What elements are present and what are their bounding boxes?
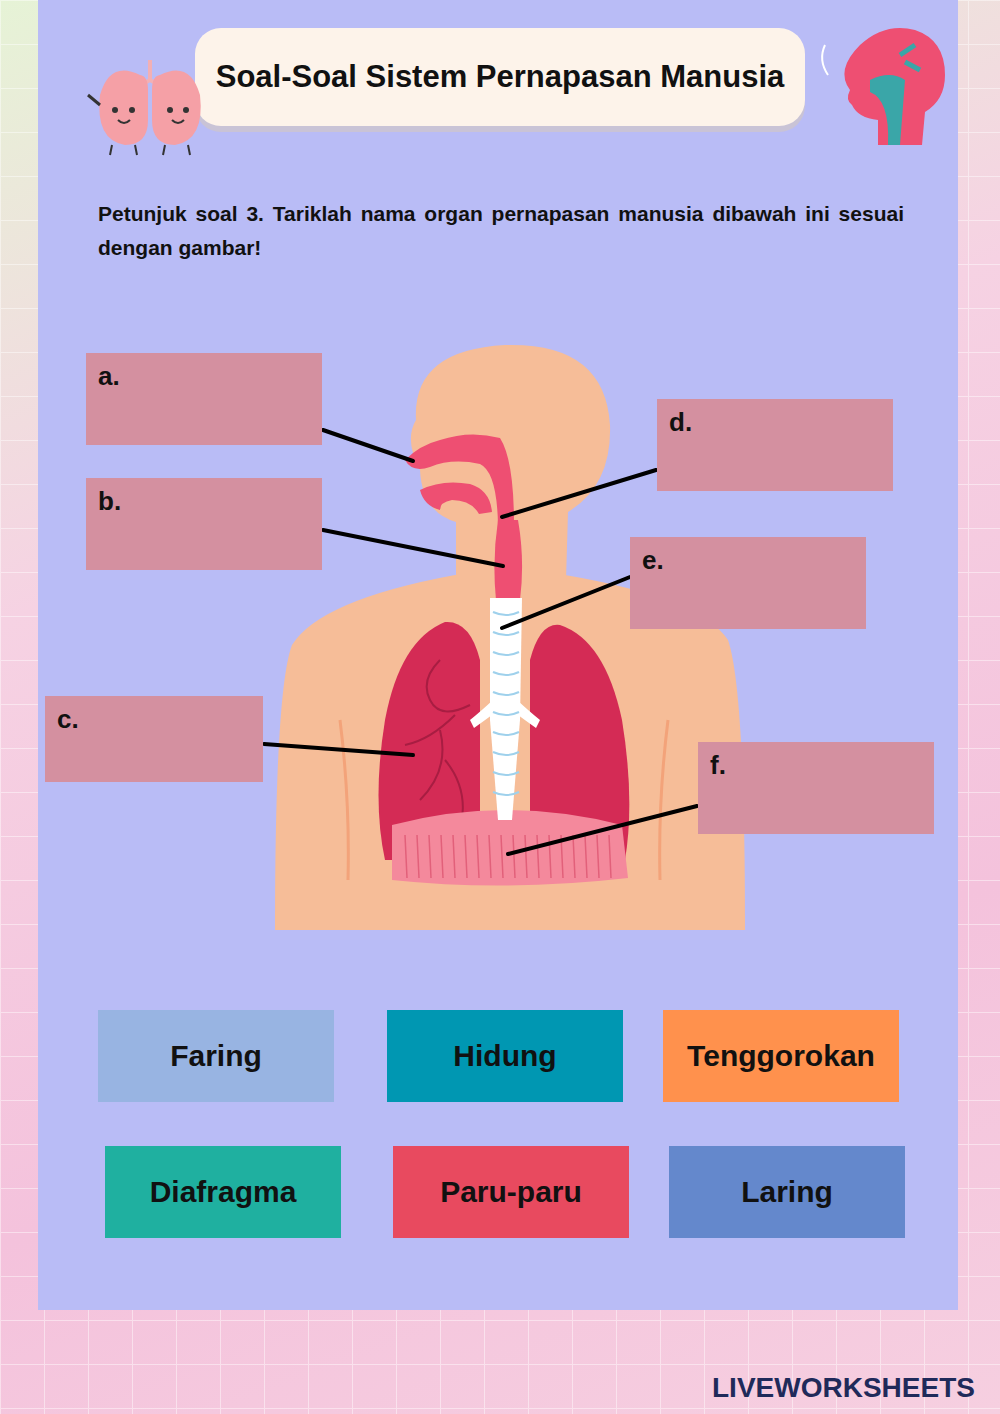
answer-box: Tenggorokan	[663, 1010, 899, 1102]
answer-text: Tenggorokan	[687, 1039, 875, 1073]
answer-text: Faring	[170, 1039, 262, 1073]
answer-box: Diafragma	[105, 1146, 341, 1238]
callout-letter: b.	[98, 486, 121, 517]
answer-box: Hidung	[387, 1010, 623, 1102]
label-box: c.	[45, 696, 263, 782]
label-box: d.	[657, 399, 893, 491]
label-box: e.	[630, 537, 866, 629]
label-box: a.	[86, 353, 322, 445]
worksheet-title: Soal-Soal Sistem Pernapasan Manusia	[195, 28, 805, 126]
answer-box: Faring	[98, 1010, 334, 1102]
answer-text: Paru-paru	[440, 1175, 582, 1209]
callout-letter: e.	[642, 545, 664, 576]
callout-letter: f.	[710, 750, 726, 781]
instruction-text: Petunjuk soal 3. Tariklah nama organ per…	[98, 197, 904, 265]
callout-letter: d.	[669, 407, 692, 438]
watermark: LIVEWORKSHEETS	[712, 1372, 975, 1404]
callout-letter: c.	[57, 704, 79, 735]
answer-text: Diafragma	[150, 1175, 297, 1209]
label-box: f.	[698, 742, 934, 834]
answer-text: Hidung	[453, 1039, 556, 1073]
callout-letter: a.	[98, 361, 120, 392]
answer-box: Paru-paru	[393, 1146, 629, 1238]
answer-text: Laring	[741, 1175, 833, 1209]
answer-box: Laring	[669, 1146, 905, 1238]
label-box: b.	[86, 478, 322, 570]
